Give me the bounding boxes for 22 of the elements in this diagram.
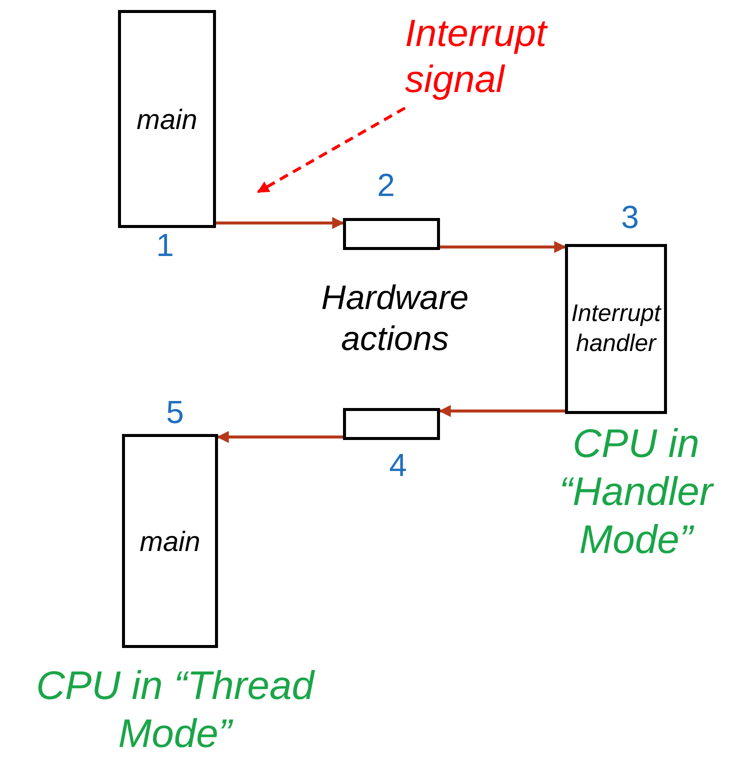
process-box	[118, 10, 216, 228]
small-box	[343, 408, 440, 440]
box-label: main	[140, 524, 200, 558]
arrow	[440, 241, 566, 253]
step-number: 3	[620, 198, 640, 236]
step-number: 5	[165, 393, 185, 432]
mode-label: CPU in “Thread Mode”	[35, 663, 316, 758]
arrow	[438, 405, 565, 417]
step-number: 2	[376, 166, 396, 204]
node-label: Hardware actions	[320, 278, 470, 360]
annotation-text: Interrupt signal	[405, 8, 605, 108]
small-box	[343, 218, 440, 250]
box-label: main	[136, 102, 198, 136]
box-label: Interrupt handler	[570, 299, 662, 359]
process-box	[122, 434, 218, 648]
dashed-arrow	[256, 106, 406, 194]
step-number: 4	[388, 446, 408, 484]
process-box	[565, 244, 667, 414]
mode-label: CPU in “Handler Mode”	[558, 421, 715, 564]
step-number: 1	[155, 226, 175, 264]
arrow	[216, 217, 344, 229]
arrow	[216, 431, 343, 443]
